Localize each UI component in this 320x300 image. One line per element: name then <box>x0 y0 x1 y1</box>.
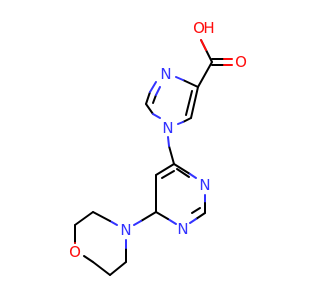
bond-pn1-c6-n-segment <box>167 218 177 225</box>
bond-n3-c4 <box>182 79 199 88</box>
atom-morpholine-o: O <box>69 243 81 261</box>
bond-pc2-pn1-n-segment <box>189 218 197 224</box>
bond-o-c-bottom-left <box>83 255 94 263</box>
bond-c5-n1-n-segment <box>177 121 184 125</box>
bond-n1-c2-n-segment <box>152 113 161 119</box>
morpholine-ring <box>74 211 127 276</box>
bond-pn1-c6 <box>155 211 169 220</box>
atom-imidazole-n1: N <box>162 119 173 137</box>
bond-c5-c4 <box>155 163 175 176</box>
bond-pc4-pn3-inner <box>176 168 190 178</box>
bond-c6-morpholine-n-n-segment <box>133 220 142 226</box>
imidazole-ring <box>145 76 199 125</box>
bond-c-bottom-left-c-bottom-right <box>92 261 111 276</box>
atom-imidazole-n3: N <box>160 65 171 83</box>
bond-c-bottom-right-c-right <box>109 261 127 276</box>
bond-c4-c5-inner <box>185 90 193 116</box>
carboxylic-acid-group <box>197 39 233 88</box>
atom-hydroxyl-h: H <box>203 19 214 37</box>
bond-c5-c4-inner <box>161 170 175 179</box>
bond-pc4-pn3-n-segment <box>189 173 197 179</box>
bond-ccarboxyl-oh-o-segment <box>200 39 207 51</box>
bond-c2-n3-n-segment <box>149 81 157 93</box>
bond-pc2-pn1 <box>195 212 206 220</box>
atom-pyrimidine-n1: N <box>177 220 188 238</box>
bond-pc4-pn3 <box>173 163 191 175</box>
bond-c2-n3 <box>145 91 151 105</box>
atom-pyrimidine-n3: N <box>199 176 210 194</box>
atom-morpholine-n: N <box>120 221 131 239</box>
bond-c5-n1 <box>182 117 192 123</box>
atom-hydroxyl-o: O <box>193 19 205 37</box>
bond-pc2-pn1-inner <box>191 207 201 214</box>
bond-c-top-c-left <box>74 211 94 226</box>
bond-c6-morpholine-n <box>140 211 157 222</box>
bond-n1-pyrimidine-c4 <box>168 145 175 165</box>
bond-mn-c-top-c <box>92 211 111 222</box>
bond-n1-c2 <box>145 103 154 115</box>
bond-c2-n3-inner-n <box>155 86 161 96</box>
molecule-canvas: O H O N N N N N O <box>69 19 247 276</box>
atom-carbonyl-o: O <box>235 53 247 71</box>
atom-labels: O H O N N N N N O <box>69 19 247 261</box>
pyrimidine-ring <box>155 163 206 225</box>
bond-c4-ccarboxyl <box>197 61 213 88</box>
molecule-structure: O H O N N N N N O <box>69 19 247 276</box>
bond-c2-n3-inner <box>152 94 157 104</box>
bond-n1-pyrimidine-c4-n-segment <box>167 136 170 147</box>
bond-mn-c-top <box>109 220 118 226</box>
bond-c4-c5 <box>190 86 199 119</box>
bond-n3-c4-n-segment <box>175 76 184 81</box>
